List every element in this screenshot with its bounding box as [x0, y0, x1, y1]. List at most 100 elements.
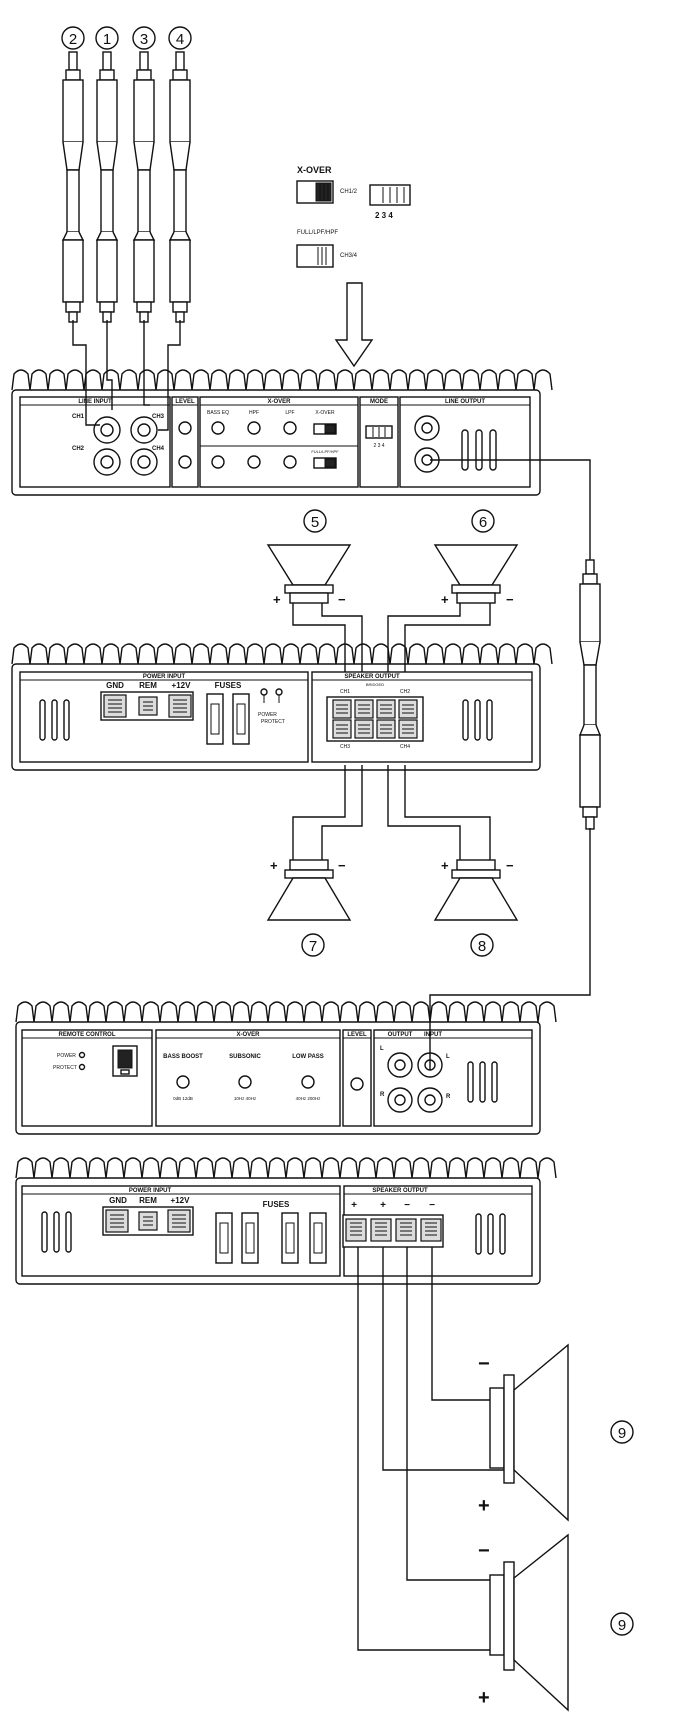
amp3-level: LEVEL — [347, 1032, 367, 1038]
speaker-6-plus: + — [441, 592, 449, 607]
sub-top-number: 9 — [618, 1425, 626, 1442]
amp2-rem: REM — [139, 681, 157, 690]
amp2-power-speaker-panel: POWER INPUT GND REM +12V FUSES POWER PRO… — [11, 643, 553, 771]
amp1-ch4: CH4 — [152, 446, 165, 452]
amp4-terminal-2: + — [380, 1200, 386, 1211]
speaker-wires-top — [292, 603, 491, 672]
amp4-terminal-4: − — [429, 1200, 435, 1211]
inset-mode-nums: 2 3 4 — [375, 211, 393, 220]
amp4-gnd: GND — [109, 1196, 127, 1205]
amp3-power: POWER — [57, 1053, 76, 1059]
amp1-ch1: CH1 — [72, 414, 85, 420]
speaker-7-plus: + — [270, 858, 278, 873]
amp1-mode-nums: 2 3 4 — [373, 443, 384, 449]
speaker-6-number: 6 — [479, 514, 487, 531]
sub-speaker-9-top: − + 9 — [478, 1343, 634, 1522]
speaker-7-number: 7 — [309, 938, 317, 955]
rca-num-3: 3 — [140, 31, 148, 48]
amp3-remote-control: REMOTE CONTROL — [59, 1032, 116, 1038]
amp3-sub-range: 10Hz 40Hz — [234, 1096, 257, 1101]
rca-number-labels: 2 1 3 4 — [61, 26, 192, 50]
amp3-subsonic: SUBSONIC — [229, 1054, 261, 1060]
amp4-terminal-3: − — [404, 1200, 410, 1211]
speaker-7-minus: − — [338, 858, 346, 873]
amp4-fuses: FUSES — [263, 1200, 290, 1209]
amp1-4ch-amplifier: LINE INPUT CH1 CH2 CH3 CH4 LEVEL X-OVER … — [11, 369, 553, 496]
amp2-ch3: CH3 — [340, 744, 350, 750]
amp1-ch3: CH3 — [152, 414, 165, 420]
amp3-l-right: L — [446, 1054, 450, 1060]
amp4-power-input: POWER INPUT — [129, 1188, 172, 1194]
amp1-mode: MODE — [370, 399, 388, 405]
sub-speaker-9-bottom: − + 9 — [478, 1533, 634, 1712]
amp1-hpf: HPF — [249, 410, 259, 416]
amp4-rem: REM — [139, 1196, 157, 1205]
amp1-ch2: CH2 — [72, 446, 85, 452]
amp3-low-pass: LOW PASS — [292, 1054, 324, 1060]
inset-full-label: FULL/LPF/HPF — [297, 230, 338, 236]
amp4-speaker-output: SPEAKER OUTPUT — [372, 1188, 428, 1194]
right-rca-cable — [578, 559, 602, 830]
xover-settings-inset: X-OVER CH1/2 FULL/LPF/HPF CH3/4 2 3 4 — [296, 165, 411, 368]
inset-ch34-label: CH3/4 — [340, 253, 358, 259]
sub-bottom-plus: + — [478, 1687, 490, 1709]
inset-ch12-label: CH1/2 — [340, 189, 358, 195]
sub-input-cable — [429, 828, 591, 1070]
sub-speaker-wires — [357, 1247, 510, 1651]
speaker-8-plus: + — [441, 858, 449, 873]
rca-num-1: 1 — [103, 31, 111, 48]
amp3-lp-range: 40Hz 200Hz — [296, 1096, 322, 1101]
amp1-xover-switch: X-OVER — [315, 410, 335, 416]
speaker-8-number: 8 — [478, 938, 486, 955]
line-output-cable — [430, 459, 591, 560]
amp4-power-speaker-panel: POWER INPUT GND REM +12V FUSES SPEAKER O… — [15, 1157, 557, 1285]
speaker-7: + − 7 — [266, 858, 352, 957]
amp2-ch2: CH2 — [400, 689, 410, 695]
amp2-ch4: CH4 — [400, 744, 410, 750]
amp3-r-left: R — [380, 1092, 385, 1098]
speaker-6-minus: − — [506, 592, 514, 607]
amp2-speaker-output: SPEAKER OUTPUT — [344, 674, 400, 680]
amp1-bass-eq: BASS EQ — [207, 410, 229, 416]
rca-num-2: 2 — [69, 31, 77, 48]
amp4-terminal-1: + — [351, 1200, 357, 1211]
amp3-l-left: L — [380, 1046, 384, 1052]
sub-bottom-minus: − — [478, 1540, 490, 1562]
amp2-gnd: GND — [106, 681, 124, 690]
amp3-xover: X-OVER — [236, 1032, 260, 1038]
rca-cables — [61, 51, 192, 323]
amp1-line-input: LINE INPUT — [78, 399, 112, 405]
amp2-power: POWER — [258, 712, 277, 718]
sub-top-plus: + — [478, 1495, 490, 1517]
amp1-line-output: LINE OUTPUT — [445, 399, 485, 405]
amp3-bb-range: 0dB 12dB — [173, 1096, 193, 1101]
amp3-input: INPUT — [424, 1032, 442, 1038]
speaker-8-minus: − — [506, 858, 514, 873]
amp1-lpf: LPF — [285, 410, 294, 416]
sub-bottom-number: 9 — [618, 1617, 626, 1634]
amp3-output: OUTPUT — [388, 1032, 413, 1038]
amp2-bridged: BRIDGED — [366, 682, 384, 687]
speaker-5: 5 + − — [266, 509, 352, 607]
amp1-full: FULL/LPF/HPF — [311, 449, 339, 454]
speaker-wires-bottom — [292, 765, 491, 860]
amp3-protect: PROTECT — [53, 1065, 77, 1071]
rca-num-4: 4 — [176, 31, 184, 48]
sub-top-minus: − — [478, 1353, 490, 1375]
amp2-protect: PROTECT — [261, 719, 285, 725]
amp2-power-input: POWER INPUT — [143, 674, 186, 680]
speaker-5-minus: − — [338, 592, 346, 607]
amp4-12v: +12V — [171, 1196, 191, 1205]
amp3-bass-boost: BASS BOOST — [163, 1054, 203, 1060]
speaker-8: + − 8 — [433, 858, 519, 957]
amp3-r-right: R — [446, 1094, 451, 1100]
speaker-6: 6 + − — [433, 509, 519, 607]
speaker-5-plus: + — [273, 592, 281, 607]
amp2-12v: +12V — [172, 681, 192, 690]
inset-xover-label: X-OVER — [297, 165, 332, 175]
amp3-sub-amplifier: REMOTE CONTROL POWER PROTECT X-OVER BASS… — [15, 1001, 557, 1135]
amp2-ch1: CH1 — [340, 689, 350, 695]
amp1-level: LEVEL — [175, 399, 195, 405]
amp2-fuses: FUSES — [215, 681, 242, 690]
